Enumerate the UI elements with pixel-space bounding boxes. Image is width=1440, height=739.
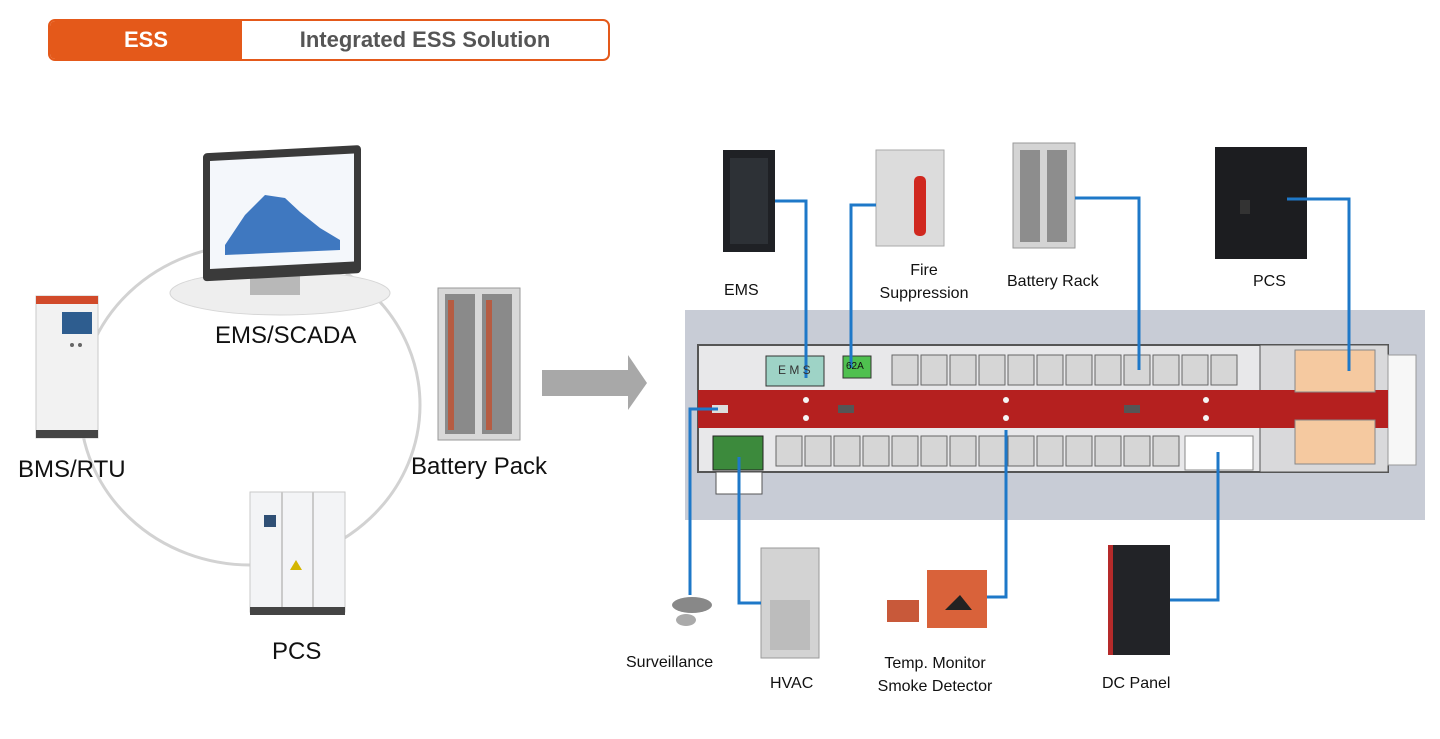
label-surveillance: Surveillance [626, 654, 714, 671]
battery-module [891, 354, 919, 386]
label-fire-line1: Fire [910, 262, 938, 279]
battery-module [1123, 354, 1151, 386]
battery-rack-link [1075, 196, 1141, 370]
label-temp-smoke: Temp. Monitor Smoke Detector [868, 652, 1002, 698]
temp-link [987, 430, 1008, 599]
end-panel [1387, 354, 1417, 466]
ems-cabinet-box [765, 355, 825, 387]
battery-module [978, 435, 1006, 467]
corridor-markers [712, 397, 1209, 421]
battery-module [920, 354, 948, 386]
ems-box-text: E M S [778, 363, 811, 377]
battery-module [862, 435, 890, 467]
hvac-icon [760, 547, 820, 659]
label-bms-rtu: BMS/RTU [18, 456, 126, 483]
corridor [698, 390, 1388, 428]
flow-arrow [542, 355, 647, 410]
fire-link [849, 203, 876, 368]
battery-pack-icon [437, 287, 521, 441]
battery-racks-top [891, 354, 1238, 386]
battery-module [1152, 354, 1180, 386]
connection-lines [688, 196, 1351, 605]
label-pcs-right: PCS [1253, 273, 1286, 290]
pcs-cabinet-right-icon [1215, 147, 1307, 259]
label-battery-pack: Battery Pack [411, 453, 548, 480]
label-battery-rack: Battery Rack [1007, 273, 1099, 290]
battery-module [1094, 354, 1122, 386]
battery-module [833, 435, 861, 467]
pcs-link [1287, 197, 1351, 371]
label-temp-line2: Smoke Detector [877, 678, 993, 695]
battery-module [891, 435, 919, 467]
label-pcs-left: PCS [272, 638, 322, 665]
battery-module [949, 435, 977, 467]
pcs-cabinet-icon [249, 491, 346, 615]
scada-monitor-icon [169, 145, 391, 316]
ems-rack-icon [723, 150, 775, 252]
section-title: Integrated ESS Solution [299, 27, 551, 52]
battery-module [1123, 435, 1151, 467]
label-fire-line2: Suppression [879, 285, 969, 302]
fire-box-text: 62A [846, 361, 864, 372]
battery-module [1094, 435, 1122, 467]
section-tag: ESS [50, 21, 242, 59]
battery-module [1007, 354, 1035, 386]
bms-cabinet-icon [35, 295, 99, 439]
section-header: ESS Integrated ESS Solution [48, 19, 610, 61]
dc-panel-link [1170, 452, 1220, 602]
fire-cabinet-icon [875, 149, 945, 247]
battery-module [1210, 354, 1238, 386]
surveillance-camera-icon [672, 597, 712, 626]
battery-module [1036, 435, 1064, 467]
battery-module [1007, 435, 1035, 467]
battery-racks-bottom [775, 435, 1180, 467]
surveillance-link [688, 407, 718, 595]
battery-module [775, 435, 803, 467]
battery-module [1065, 435, 1093, 467]
pcs-unit-bottom [1294, 419, 1376, 465]
label-ems: EMS [724, 282, 759, 299]
battery-rack-icon [1012, 142, 1076, 249]
hvac-link [737, 457, 761, 605]
battery-module [920, 435, 948, 467]
label-fire: Fire Suppression [874, 259, 974, 305]
battery-module [1152, 435, 1180, 467]
label-ems-scada: EMS/SCADA [215, 322, 357, 349]
battery-module [1181, 354, 1209, 386]
ems-link [775, 199, 808, 378]
label-temp-line1: Temp. Monitor [884, 655, 986, 672]
battery-module [978, 354, 1006, 386]
pcs-unit-top [1294, 349, 1376, 393]
temp-smoke-detector-icon [887, 570, 987, 628]
battery-module [804, 435, 832, 467]
battery-module [1065, 354, 1093, 386]
battery-module [1036, 354, 1064, 386]
label-hvac: HVAC [770, 675, 814, 692]
dc-panel-icon [1108, 545, 1170, 655]
battery-module [949, 354, 977, 386]
label-dc-panel: DC Panel [1102, 675, 1171, 692]
